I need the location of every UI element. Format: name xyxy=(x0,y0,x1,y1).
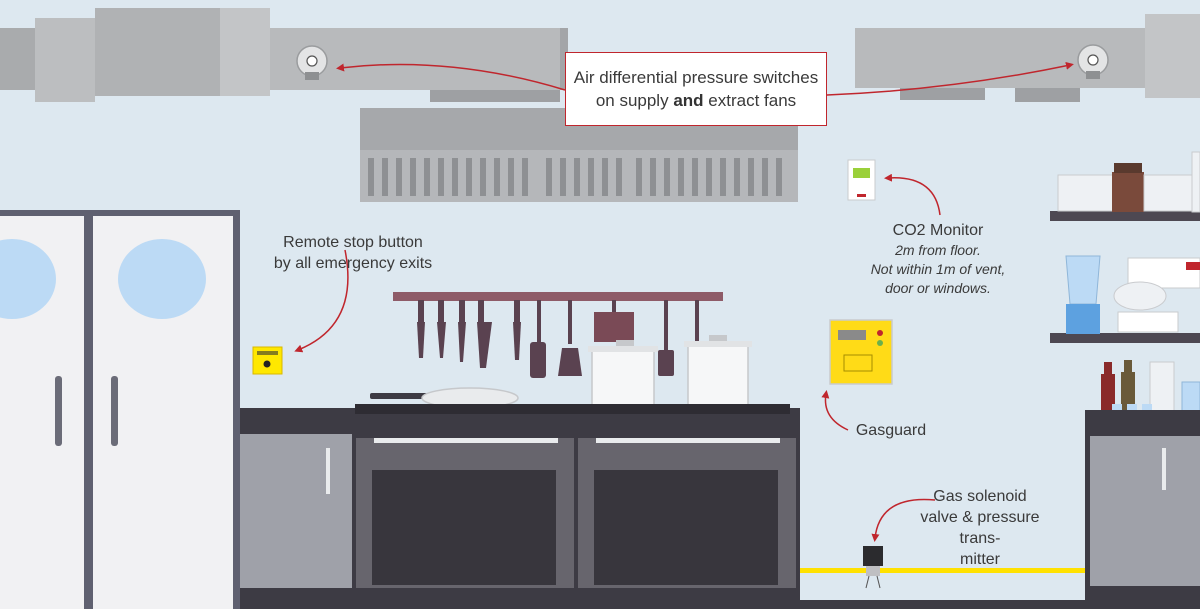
cooking-range xyxy=(240,404,800,609)
co2-monitor-note1: 2m from floor. xyxy=(895,242,981,258)
co2-monitor-title: CO2 Monitor xyxy=(892,222,984,239)
gasguard-label: Gasguard xyxy=(846,420,936,441)
right-counter xyxy=(1085,410,1200,609)
porthole-window xyxy=(118,239,206,319)
remote-stop-line2: by all emergency exits xyxy=(273,255,433,272)
co2-monitor-label: CO2 Monitor 2m from floor. Not within 1m… xyxy=(858,220,1018,298)
left-duct xyxy=(0,8,568,102)
gasguard-panel-icon xyxy=(829,319,893,385)
pressure-switch-icon xyxy=(296,45,328,80)
arrow-to-co2-monitor xyxy=(884,173,941,216)
gas-solenoid-line2: valve & pressure trans- xyxy=(920,509,1040,547)
pressure-switches-line2: on supply and extract fans xyxy=(596,89,796,112)
arrow-to-left-switch xyxy=(336,63,566,91)
fridge xyxy=(0,210,240,609)
frying-pan xyxy=(370,387,519,409)
gas-solenoid-line1: Gas solenoid xyxy=(933,488,1027,505)
gas-solenoid-label: Gas solenoid valve & pressure trans- mit… xyxy=(900,486,1060,570)
solenoid-valve-icon xyxy=(863,546,883,589)
cooking-pot xyxy=(684,335,752,408)
porthole-window xyxy=(0,239,56,319)
remote-stop-label: Remote stop button by all emergency exit… xyxy=(258,232,448,274)
arrow-to-right-switch xyxy=(826,61,1074,96)
line2-post: extract fans xyxy=(708,91,797,110)
cooking-pot xyxy=(588,340,658,409)
wall-shelves xyxy=(1050,151,1200,425)
door-handle xyxy=(111,376,118,446)
co2-monitor-icon xyxy=(847,159,876,201)
gas-solenoid-line3: mitter xyxy=(960,551,1000,568)
cabinet-handle xyxy=(1162,448,1166,490)
gasguard-title: Gasguard xyxy=(855,422,927,439)
arrow-to-stop-button xyxy=(294,249,349,353)
arrow-to-gasguard xyxy=(821,390,849,431)
line2-pre: on supply xyxy=(595,91,669,110)
annotation-arrows xyxy=(294,61,1074,542)
utensil-rail xyxy=(393,292,723,378)
pressure-switch-icon xyxy=(1077,44,1109,79)
line2-bold: and xyxy=(673,91,704,110)
emergency-stop-button-icon xyxy=(252,346,283,375)
arrow-to-solenoid xyxy=(871,498,936,542)
co2-monitor-note3: door or windows. xyxy=(885,280,991,296)
pressure-switches-callout: Air differential pressure switches on su… xyxy=(565,52,827,126)
gas-pipe xyxy=(800,568,1085,609)
co2-monitor-note2: Not within 1m of vent, xyxy=(870,261,1006,277)
pressure-switches-line1: Air differential pressure switches xyxy=(573,68,819,87)
cabinet-handle xyxy=(326,448,330,494)
door-handle xyxy=(55,376,62,446)
remote-stop-line1: Remote stop button xyxy=(283,234,423,251)
